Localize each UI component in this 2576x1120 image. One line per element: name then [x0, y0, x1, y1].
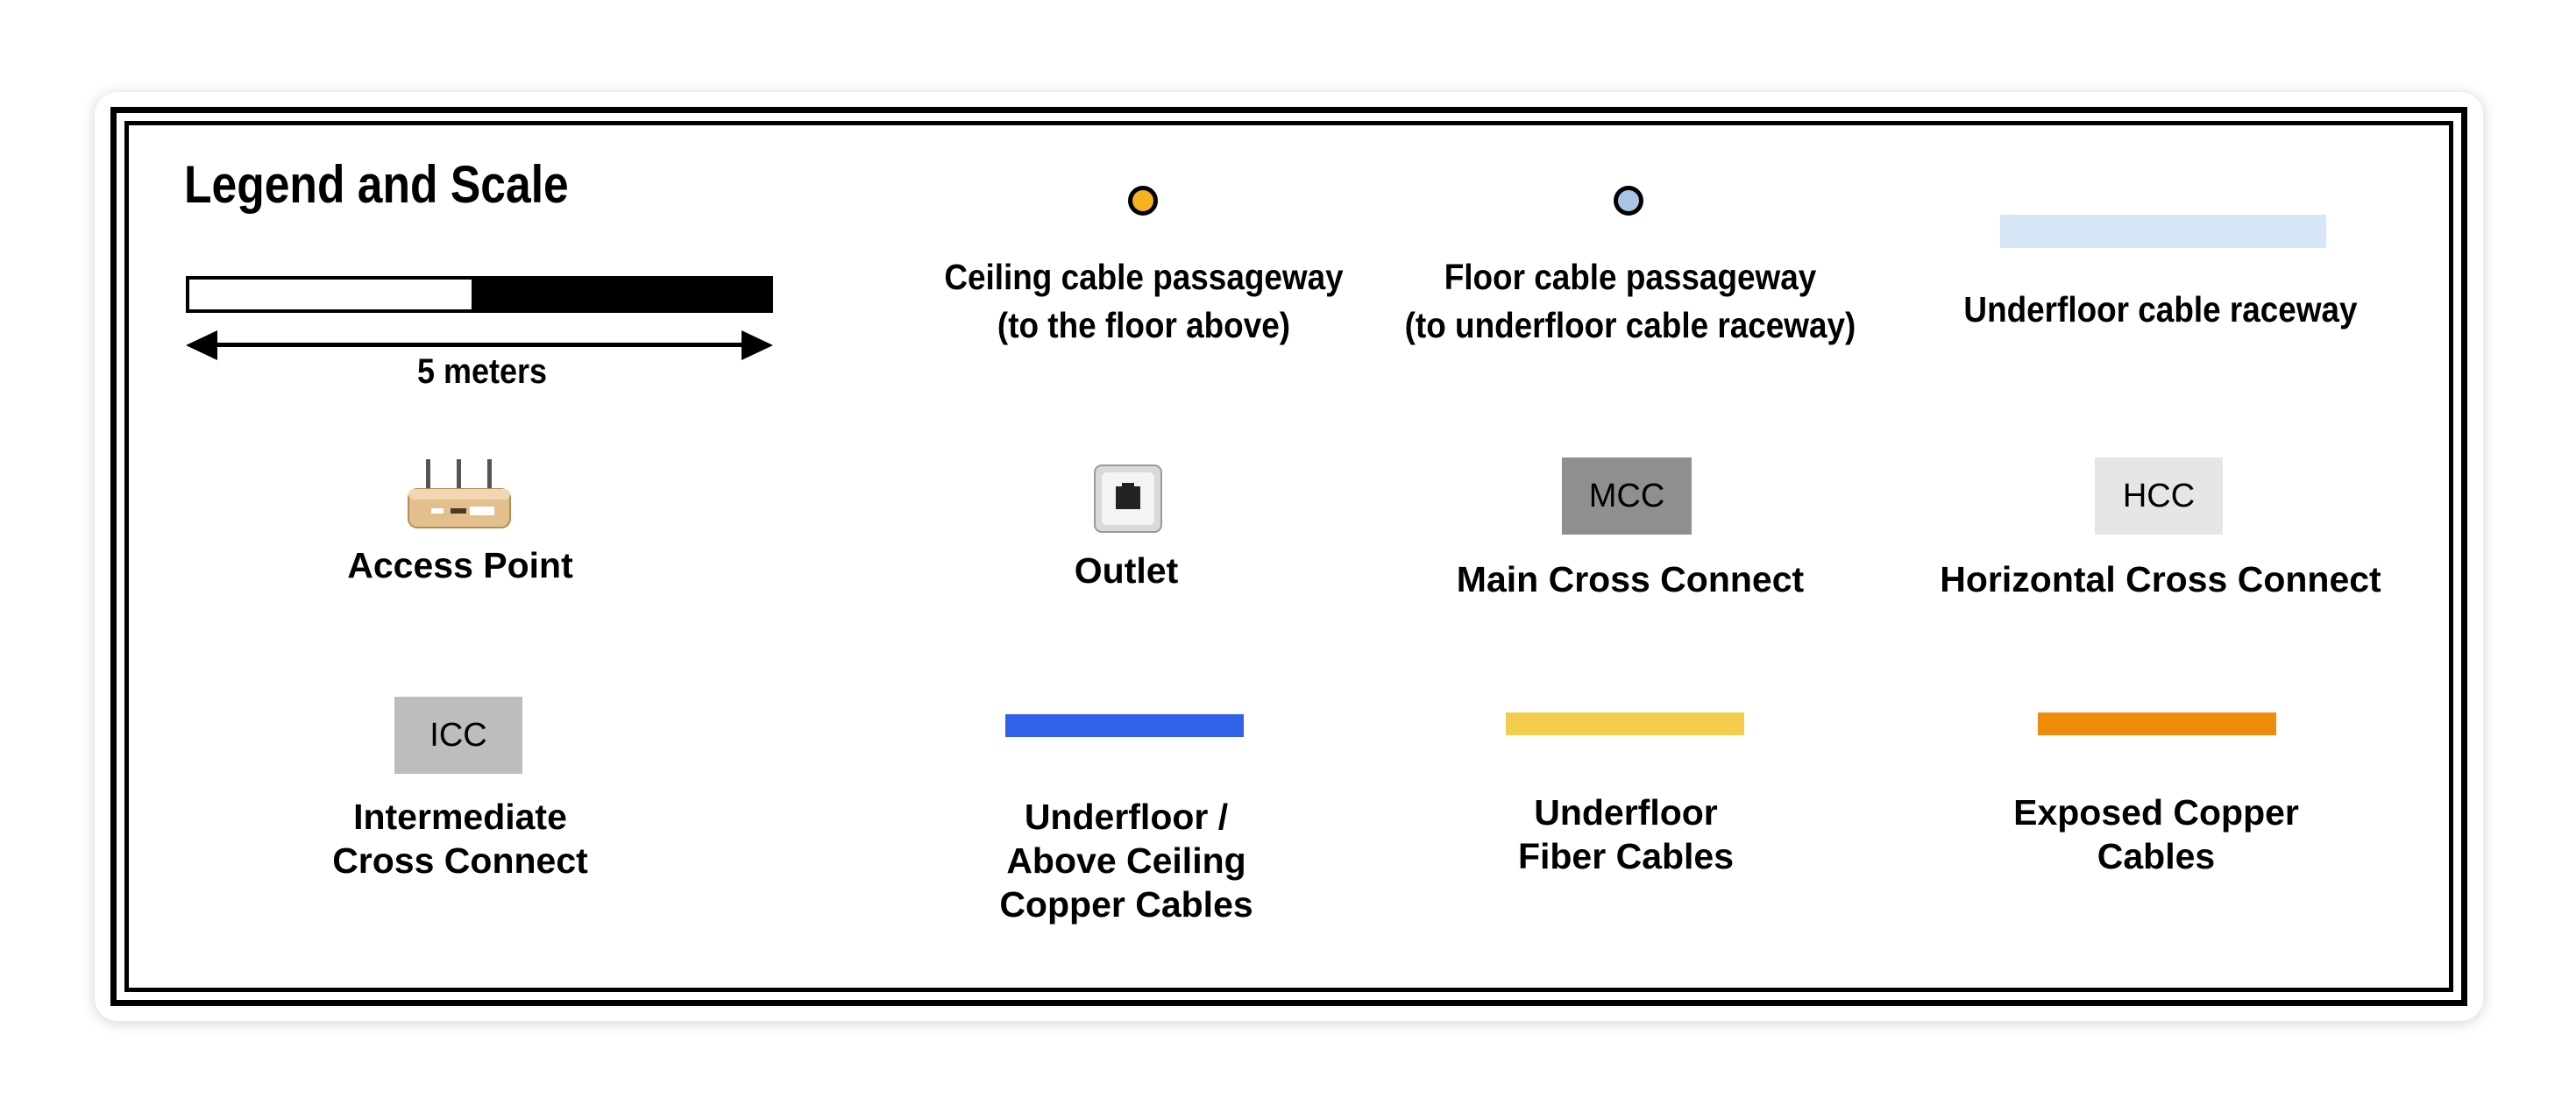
exposed-copper-line2: Cables — [2097, 836, 2216, 876]
underfloor-copper-line3: Copper Cables — [999, 884, 1253, 925]
hcc-label: Horizontal Cross Connect — [1940, 559, 2381, 599]
underfloor-fiber-line2: Fiber Cables — [1517, 836, 1735, 876]
legend-title: Legend and Scale — [184, 155, 569, 214]
mcc-box-label: MCC — [1588, 477, 1665, 514]
floor-passageway-line1: Floor cable passageway — [1444, 257, 1817, 297]
underfloor-fiber-line1: Underfloor — [1534, 792, 1718, 833]
exposed-copper-line1: Exposed Copper — [2013, 792, 2299, 833]
outlet-label: Outlet — [1074, 550, 1179, 591]
legend-frame-outer — [110, 107, 2467, 1006]
exposed-copper-cable-swatch — [2038, 712, 2276, 735]
router-icon — [408, 459, 511, 528]
hcc-box-label: HCC — [2122, 477, 2196, 514]
underfloor-copper-cable-swatch — [1005, 714, 1244, 737]
underfloor-fiber-cable-swatch — [1506, 712, 1744, 735]
underfloor-copper-line2: Above Ceiling — [1006, 840, 1246, 881]
hcc-box: HCC — [2095, 457, 2223, 535]
mcc-label: Main Cross Connect — [1456, 559, 1805, 599]
arrow-right-icon — [742, 330, 773, 360]
scale-bar — [186, 276, 773, 313]
ceiling-passageway-dot — [1128, 186, 1158, 216]
icc-box-label: ICC — [429, 716, 487, 754]
scale-label: 5 meters — [416, 352, 548, 391]
access-point-label: Access Point — [347, 545, 573, 585]
underfloor-raceway-swatch — [2000, 215, 2326, 248]
wall-outlet-icon — [1094, 464, 1162, 533]
underfloor-copper-line1: Underfloor / — [1024, 797, 1229, 837]
icc-box: ICC — [394, 697, 522, 774]
mcc-box: MCC — [1562, 457, 1692, 535]
scale-bar-filled-half — [472, 280, 770, 309]
underfloor-raceway-label: Underfloor cable raceway — [1963, 289, 2358, 330]
scale-arrow-line — [210, 343, 749, 347]
icc-label-line1: Intermediate — [353, 797, 567, 837]
floor-passageway-dot — [1614, 186, 1643, 216]
floor-passageway-line2: (to underfloor cable raceway) — [1404, 305, 1856, 345]
legend-frame-inner — [124, 121, 2453, 992]
ceiling-passageway-line1: Ceiling cable passageway — [944, 257, 1344, 297]
icc-label-line2: Cross Connect — [332, 840, 588, 881]
ceiling-passageway-line2: (to the floor above) — [997, 305, 1291, 345]
